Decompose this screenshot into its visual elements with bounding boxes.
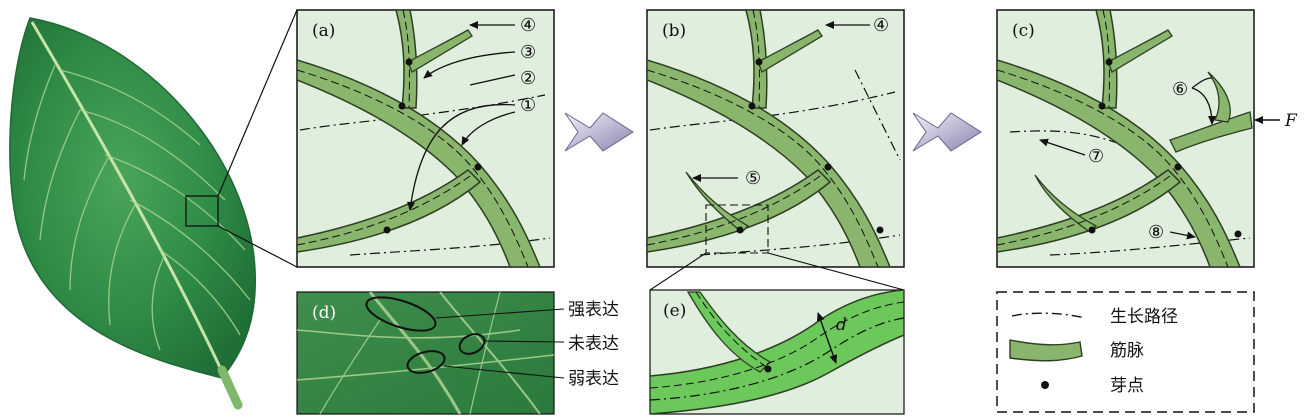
legend-vein-symbol	[1009, 339, 1083, 362]
annotation-not-expressed: 未表达	[568, 334, 619, 354]
panel-a-label: (a)	[312, 21, 335, 41]
transition-arrow-2	[912, 112, 982, 152]
panel-c-label: (c)	[1012, 21, 1035, 41]
panel-a: (a) ④ ③ ② ①	[296, 9, 555, 268]
panel-a-marker-2: ②	[520, 68, 536, 89]
panel-a-marker-3: ③	[520, 42, 536, 63]
panel-b-label: (b)	[662, 21, 686, 41]
legend-bud-label: 芽点	[1110, 376, 1144, 396]
panel-e-label: (e)	[663, 301, 686, 321]
transition-arrow-1	[564, 112, 634, 152]
panel-b-marker-4: ④	[873, 15, 889, 36]
panel-c-marker-8: ⑧	[1148, 222, 1164, 243]
panel-b: (b) ④ ⑤	[646, 9, 905, 291]
panel-a-marker-1: ①	[520, 95, 536, 116]
panel-b-marker-5: ⑤	[745, 168, 761, 189]
panel-d: (d) 强表达 未表达 弱表达	[296, 291, 619, 415]
legend-vein-label: 筋脉	[1110, 341, 1144, 361]
legend-growth-path-label: 生长路径	[1110, 307, 1178, 327]
panel-e: (e) d	[649, 289, 905, 415]
legend-growth-path-symbol	[1011, 312, 1086, 319]
panel-a-marker-4: ④	[520, 15, 536, 36]
panel-c-marker-7: ⑦	[1088, 146, 1104, 167]
force-label: F	[1284, 111, 1298, 131]
legend-bud-symbol	[1041, 381, 1049, 389]
legend: 生长路径 筋脉 芽点	[996, 291, 1255, 413]
dimension-label: d	[836, 315, 847, 335]
annotation-strong-expression: 强表达	[568, 300, 619, 320]
panel-c: (c) ⑥ ⑦ ⑧ F	[996, 9, 1298, 268]
panel-c-marker-6: ⑥	[1172, 79, 1188, 100]
panel-d-label: (d)	[312, 303, 336, 323]
leaf-photo	[9, 9, 298, 410]
annotation-weak-expression: 弱表达	[568, 369, 619, 389]
